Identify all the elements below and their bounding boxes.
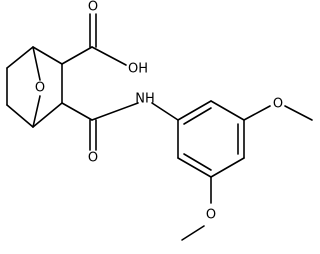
label-carboxyl-oh: OH [128,62,148,77]
label-amide-nh: NH [135,92,155,107]
carboxylic-acid-group [61,13,127,66]
bond-n-aryl [151,102,179,121]
bond-c1-c2 [32,46,63,65]
label-bridge-o: O [35,81,45,96]
amide-group [61,102,179,151]
bond-c6-c1 [6,46,34,69]
bond-ar-2-3 [210,100,245,121]
bond-ar-5-6 [177,157,212,178]
bond-o-ch3-lower [181,225,205,241]
label-methoxy-o-lower: O [206,208,216,223]
bond-c3-c4 [32,102,63,128]
bond-ar-5-6-inner [183,153,212,171]
bond-c1-bridge-o [32,46,41,81]
bond-c2-cooh [61,46,93,65]
bond-o-ch3-upper [284,105,313,121]
bond-amide-c-n [91,102,139,121]
bond-bridge-o-c4 [32,95,41,128]
bond-ar-1-2 [177,100,212,121]
label-methoxy-o-upper: O [273,97,283,112]
bond-c-oh [91,46,127,66]
bond-c4-c5 [6,104,34,128]
bond-ar-4-5 [210,157,245,178]
phenyl-ring [177,100,245,178]
label-amide-o: O [88,151,98,166]
atom-labels: O OH O NH O O O [35,0,283,223]
bond-c3-amide-c [61,102,93,121]
bicyclic-core [6,46,63,128]
bond-ar-o-upper [243,105,271,121]
bond-ar-1-2-inner [183,107,212,125]
label-carbonyl-o-acid: O [88,0,98,15]
methoxy-groups [181,105,313,241]
